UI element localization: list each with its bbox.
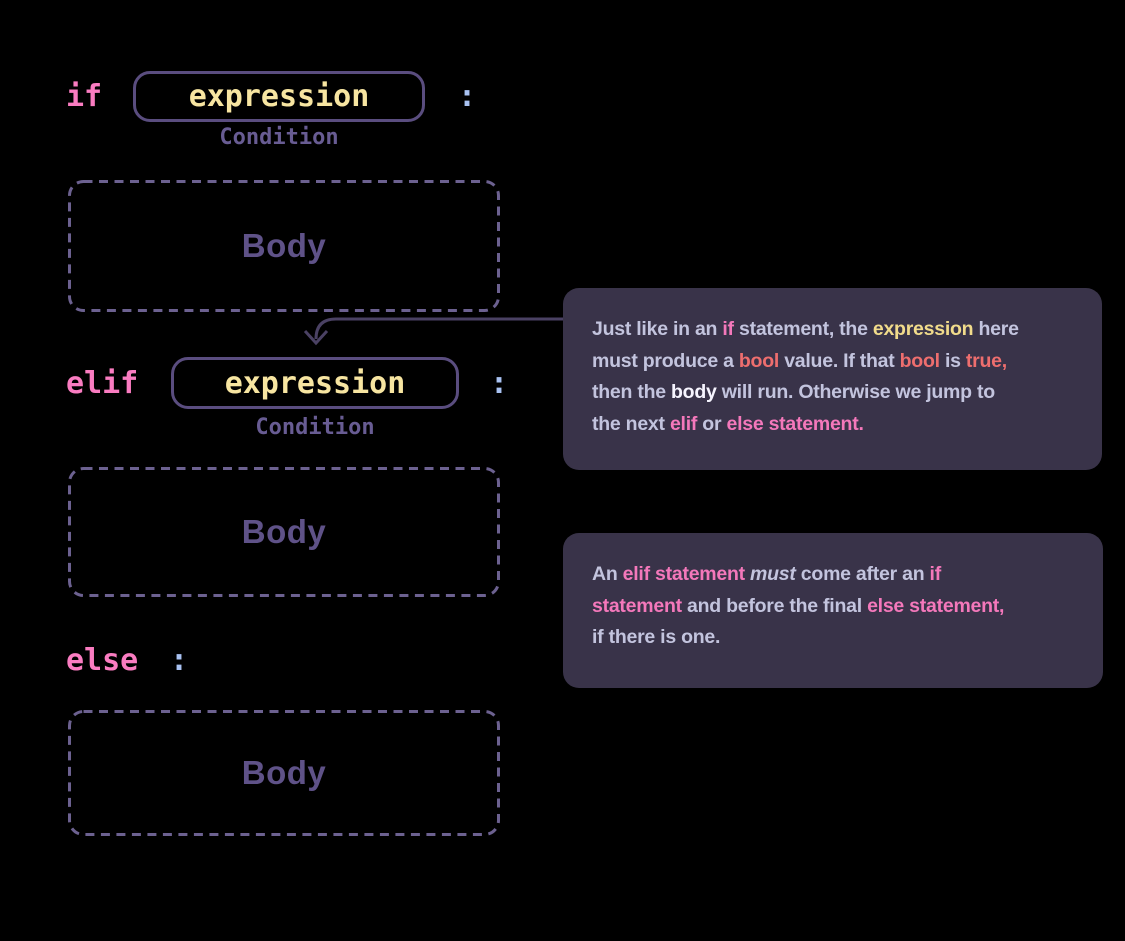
elif-keyword: elif	[66, 365, 139, 401]
text-run: if there is one.	[592, 626, 721, 648]
callout-expression-note: Just like in an if statement, the expres…	[563, 288, 1102, 470]
arrow-head	[303, 329, 329, 346]
text-run: bool	[899, 349, 940, 372]
text-run: must produce a	[592, 349, 739, 372]
if-keyword: if	[66, 79, 103, 114]
callout-text-line: statement and before the final else stat…	[592, 591, 1075, 623]
text-run: if	[722, 318, 734, 340]
callout-text-line: Just like in an if statement, the expres…	[592, 314, 1074, 346]
callout-elif-order-note: An elif statement must come after an if …	[563, 533, 1103, 688]
text-run: value. If that	[779, 349, 900, 372]
dashed-rect	[68, 180, 500, 312]
else-body-label: Body	[241, 754, 327, 791]
callout-text-line: then the body will run. Otherwise we jum…	[592, 377, 1074, 409]
if-expression-text: expression	[188, 79, 370, 114]
text-run: true,	[965, 349, 1007, 372]
if-expression-box: expression	[133, 71, 425, 122]
callout-text-line: An elif statement must come after an if	[592, 559, 1075, 591]
text-run: if	[929, 563, 942, 585]
text-run: Just like in an	[592, 318, 723, 340]
callout-text-line: must produce a bool value. If that bool …	[592, 346, 1074, 378]
text-run: here	[973, 318, 1019, 340]
text-run: body	[671, 381, 717, 403]
text-run: must	[750, 563, 796, 585]
text-run: and before the final	[681, 594, 868, 617]
dashed-rect	[68, 710, 500, 836]
else-body-box: Body	[68, 710, 500, 836]
callout-text-line: if there is one.	[592, 622, 1075, 654]
else-keyword: else	[66, 642, 139, 678]
callout-connector-arrow	[303, 317, 563, 346]
text-run: then the	[592, 381, 671, 403]
if-body-label: Body	[241, 227, 327, 264]
dashed-border-box	[68, 180, 500, 312]
text-run: bool	[738, 349, 780, 372]
elif-body-box: Body	[68, 467, 500, 597]
dashed-border-box	[68, 467, 500, 597]
else-colon: :	[170, 642, 189, 678]
elif-expression-text: expression	[224, 365, 406, 401]
text-run: elif statement	[622, 563, 745, 585]
text-run: An	[592, 563, 623, 585]
elif-condition-label: Condition	[255, 415, 375, 440]
text-run: the next	[592, 412, 670, 435]
if-body-box: Body	[68, 180, 500, 312]
text-run: statement, the	[733, 318, 873, 340]
elif-body-label: Body	[241, 513, 327, 550]
if-condition-label: Condition	[219, 125, 339, 150]
dashed-border-box	[68, 710, 500, 836]
text-run: else statement.	[726, 412, 864, 435]
text-run: expression	[872, 318, 974, 340]
text-run: else statement,	[867, 594, 1005, 617]
elif-colon: :	[490, 365, 509, 401]
text-run: statement	[592, 594, 682, 617]
callout-text-line: the next elif or else statement.	[592, 409, 1074, 441]
text-run: is	[939, 349, 966, 372]
if-colon: :	[458, 79, 477, 114]
text-run: elif	[669, 412, 698, 435]
text-run: come after an	[795, 563, 930, 585]
text-run: or	[697, 412, 727, 435]
dashed-rect	[68, 467, 500, 597]
text-run: will run. Otherwise we jump to	[716, 381, 995, 403]
arrow-line	[314, 317, 563, 340]
elif-expression-box: expression	[171, 357, 459, 409]
